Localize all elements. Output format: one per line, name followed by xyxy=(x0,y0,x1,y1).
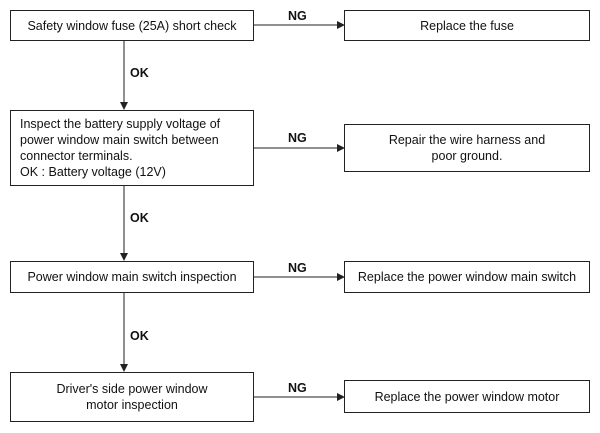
remedy-text: Replace the power window main switch xyxy=(357,270,577,284)
ng-label: NG xyxy=(288,381,307,395)
ok-label: OK xyxy=(130,329,149,343)
remedy-box-fuse: Replace the fuse xyxy=(344,10,590,41)
remedy-text: Replace the power window motor xyxy=(374,389,560,404)
check-text: Safety window fuse (25A) short check xyxy=(27,18,237,33)
ng-label: NG xyxy=(288,131,307,145)
check-box-main-switch: Power window main switch inspection xyxy=(10,261,254,293)
ok-label: OK xyxy=(130,211,149,225)
check-text: Driver's side power window motor inspect… xyxy=(56,382,208,412)
ng-label: NG xyxy=(288,9,307,23)
ok-label: OK xyxy=(130,66,149,80)
check-text: Inspect the battery supply voltage of po… xyxy=(20,117,221,179)
remedy-box-wire-harness: Repair the wire harness and poor ground. xyxy=(344,124,590,172)
check-text: Power window main switch inspection xyxy=(27,270,237,284)
ng-label: NG xyxy=(288,261,307,275)
remedy-text: Replace the fuse xyxy=(420,18,514,33)
check-box-fuse: Safety window fuse (25A) short check xyxy=(10,10,254,41)
check-box-window-motor: Driver's side power window motor inspect… xyxy=(10,372,254,422)
remedy-box-main-switch: Replace the power window main switch xyxy=(344,261,590,293)
check-box-battery-voltage: Inspect the battery supply voltage of po… xyxy=(10,110,254,186)
remedy-text: Repair the wire harness and poor ground. xyxy=(388,133,546,163)
remedy-box-window-motor: Replace the power window motor xyxy=(344,380,590,413)
